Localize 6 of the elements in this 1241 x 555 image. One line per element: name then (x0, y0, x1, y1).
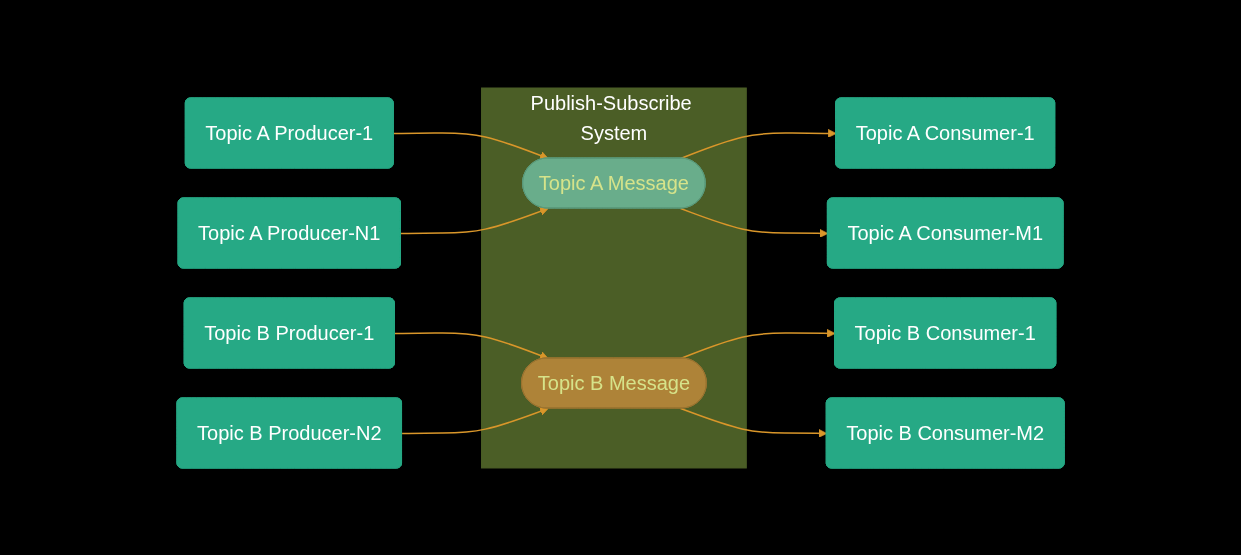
arrow (679, 407, 828, 438)
arrow (394, 331, 549, 360)
arrow (401, 406, 549, 434)
arrow (679, 207, 829, 238)
arrow (392, 131, 549, 160)
arrow (400, 206, 549, 234)
